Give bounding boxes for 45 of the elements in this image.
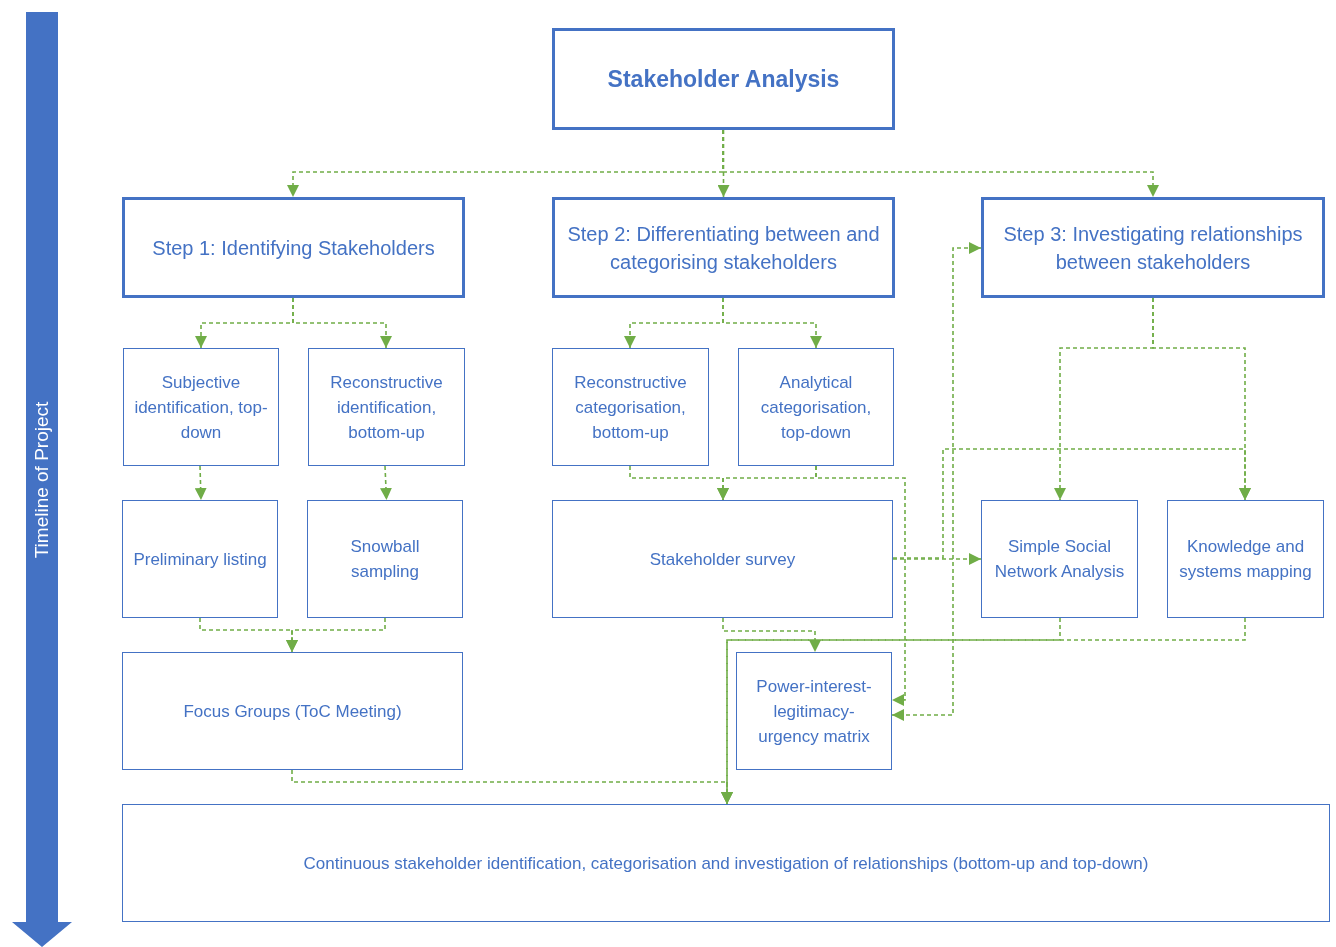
box-label: Step 1: Identifying Stakeholders <box>152 235 435 261</box>
process-box <box>552 348 709 466</box>
process-box <box>552 500 893 618</box>
dashed-arrow <box>194 465 207 501</box>
dashed-arrow <box>380 465 392 501</box>
box-label: Stakeholder Analysis <box>607 64 840 94</box>
box-label: Analytical categorisation, top-down <box>759 371 873 444</box>
dashed-arrow <box>892 553 982 565</box>
dashed-arrow <box>286 617 386 653</box>
box-label: Step 3: Investigating relationships between stakeholders <box>1002 221 1304 275</box>
process-box <box>736 652 892 770</box>
process-box <box>308 348 465 466</box>
box-label: Knowledge and systems mapping <box>1178 536 1313 583</box>
box-label: Snowball sampling <box>349 536 421 583</box>
box-label: Subjective identification, top-down <box>133 371 269 444</box>
step-box <box>552 197 895 298</box>
dashed-arrow <box>291 769 733 805</box>
process-box <box>738 348 894 466</box>
step-box <box>981 197 1325 298</box>
box-label: Focus Groups (ToC Meeting) <box>183 700 402 723</box>
process-box <box>122 500 278 618</box>
process-box <box>307 500 463 618</box>
process-box <box>123 348 279 466</box>
dashed-arrow <box>722 129 1159 198</box>
dashed-arrow <box>292 297 392 349</box>
axis-label: Timeline of Project <box>29 401 53 559</box>
box-label: Step 2: Differentiating between and categorising stakeholders <box>566 221 881 275</box>
process-box <box>1167 500 1324 618</box>
dashed-arrow <box>722 617 821 653</box>
box-label: Reconstructive categorisation, bottom-up <box>573 371 688 444</box>
box-label: Simple Social Network Analysis <box>993 536 1126 583</box>
step-box <box>552 28 895 130</box>
box-label: Continuous stakeholder identification, categorisation and investigation of relationships (bottom-up and top-down) <box>303 852 1149 875</box>
box-label: Reconstructive identification, bottom-up <box>329 371 444 444</box>
dashed-arrow <box>892 448 1251 559</box>
box-label: Stakeholder survey <box>649 548 796 571</box>
process-box <box>981 500 1138 618</box>
process-box <box>122 652 463 770</box>
box-label: Power-interest-legitimacy-urgency matrix <box>755 675 873 748</box>
dashed-arrow <box>815 465 906 706</box>
dashed-arrow <box>891 242 982 721</box>
step-box <box>122 197 465 298</box>
box-label: Preliminary listing <box>133 548 267 571</box>
dashed-arrow <box>722 297 822 349</box>
process-box <box>122 804 1330 922</box>
